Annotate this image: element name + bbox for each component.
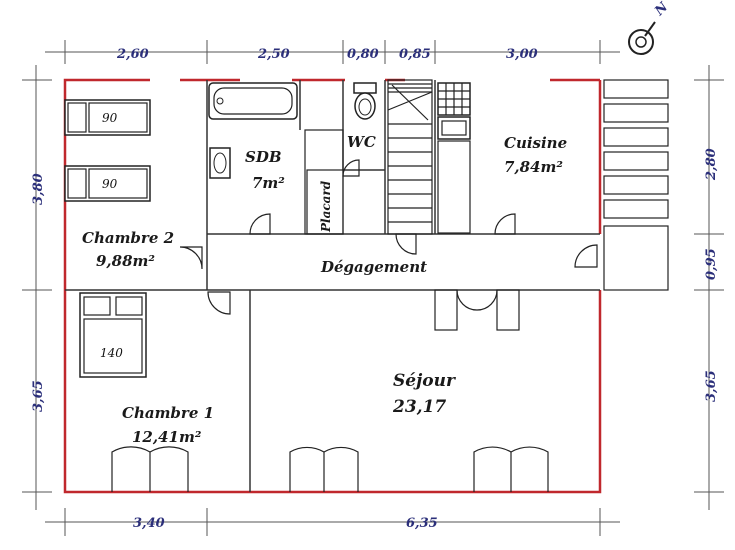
top-dim-4: 0,85 [399, 47, 431, 62]
bottom-dim-2: 6,35 [406, 516, 438, 531]
door-entrance [574, 244, 598, 268]
sdb-name: SDB [245, 148, 282, 166]
top-dim-5: 3,00 [506, 47, 538, 62]
right-dimension-line [694, 65, 724, 510]
bed-single-2 [64, 165, 151, 202]
cuisine-name: Cuisine [504, 134, 567, 152]
compass-letter: N [652, 0, 673, 20]
sejour-name: Séjour [393, 371, 456, 391]
top-dim-3: 0,80 [347, 47, 379, 62]
door-sdb [249, 213, 271, 235]
bottom-dimension-line [45, 508, 620, 536]
placard-name: Placard [319, 180, 333, 233]
door-stair [395, 233, 417, 255]
sejour-area: 23,17 [392, 397, 446, 417]
wc-name: WC [347, 133, 376, 151]
bottom-dim-1: 3,40 [133, 516, 165, 531]
bed-double [79, 292, 147, 378]
door-chambre2 [179, 246, 203, 270]
chambre1-area: 12,41m² [132, 428, 202, 446]
door-sejour-double [434, 289, 520, 331]
door-chambre1 [207, 291, 231, 315]
bed-single-1 [64, 99, 151, 136]
bed-single-2-label: 90 [102, 177, 118, 191]
window-sejour-2 [473, 446, 549, 492]
chambre1-name: Chambre 1 [122, 404, 214, 422]
top-dim-1: 2,60 [116, 47, 149, 62]
bed-single-1-label: 90 [102, 111, 118, 125]
kitchen-sink-icon [437, 116, 471, 140]
washbasin-icon [209, 147, 231, 179]
right-dim-1: 2,80 [704, 148, 719, 181]
bathtub-icon [208, 82, 298, 120]
window-sejour-1 [289, 446, 359, 492]
cuisine-area: 7,84m² [504, 158, 563, 176]
degagement-name: Dégagement [320, 258, 427, 276]
door-kitchen [494, 213, 516, 235]
toilet-icon [353, 82, 377, 120]
stove-icon [437, 82, 471, 116]
right-dim-3: 3,65 [704, 370, 719, 402]
top-dim-2: 2,50 [257, 47, 290, 62]
top-dimension-line [45, 40, 620, 64]
left-dim-1: 3,80 [31, 173, 46, 205]
window-chambre1 [111, 446, 189, 492]
left-dimension-line [22, 65, 52, 510]
chambre2-name: Chambre 2 [82, 229, 174, 247]
sdb-area: 7m² [252, 174, 285, 192]
exterior-walls [63, 78, 602, 494]
terrace-slats [603, 79, 669, 291]
chambre2-area: 9,88m² [96, 252, 155, 270]
door-placard [342, 159, 360, 177]
staircase [387, 79, 433, 235]
kitchen-counter [437, 140, 471, 234]
compass-icon [628, 21, 656, 55]
right-dim-2: 0,95 [704, 248, 719, 280]
bed-double-label: 140 [100, 346, 123, 360]
left-dim-2: 3,65 [31, 380, 46, 412]
